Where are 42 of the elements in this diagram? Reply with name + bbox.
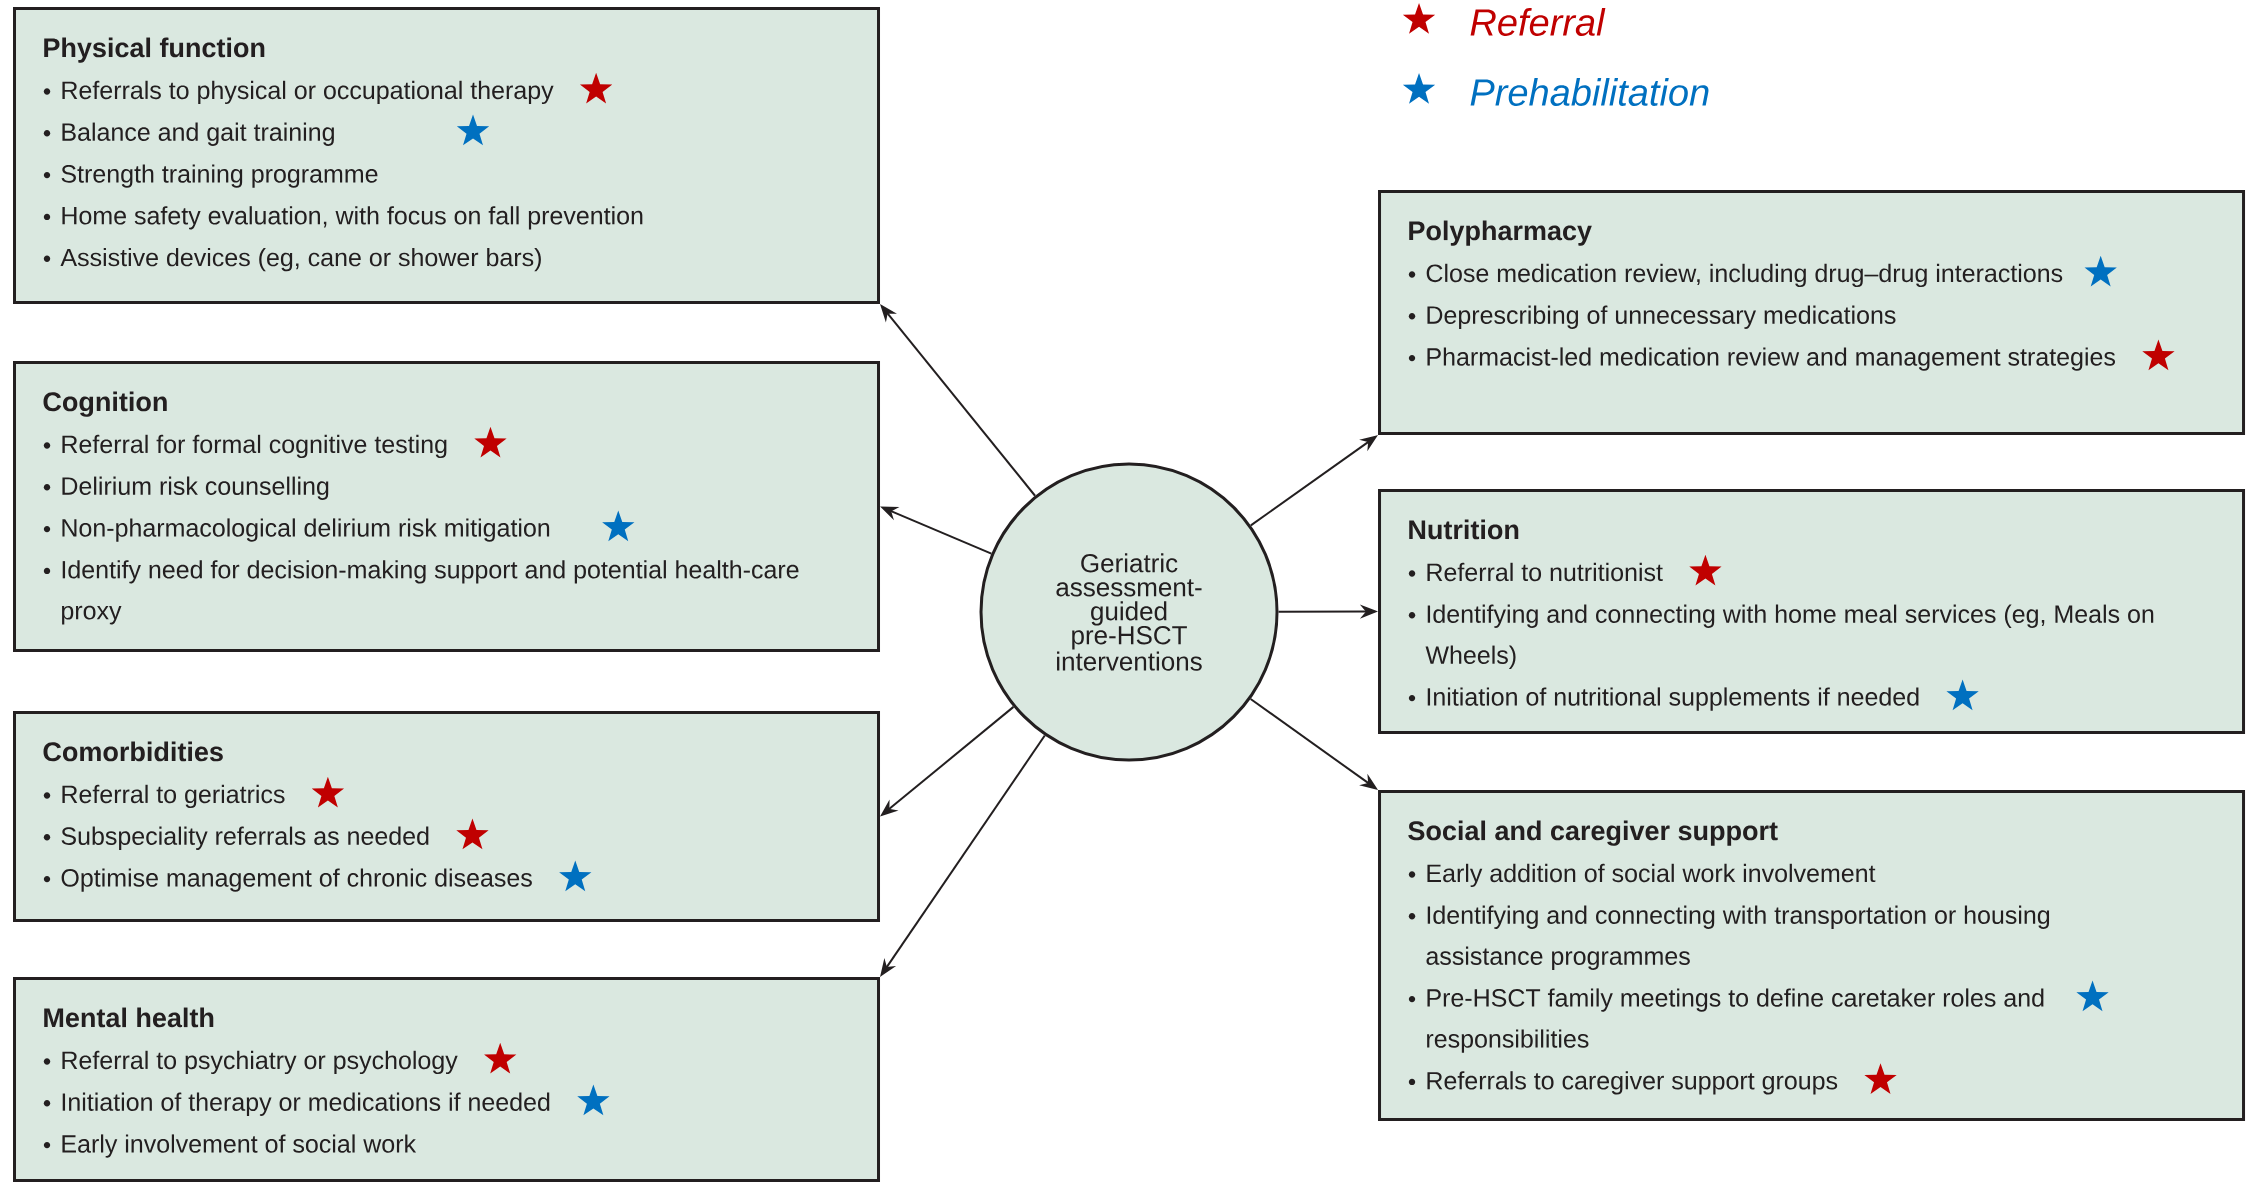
bullet-item: Referral to geriatrics: [43, 784, 285, 809]
circle-node: Geriatric assessment-guided pre-HSCT interventions: [979, 462, 1279, 762]
bullet-item: Early addition of social work involvement: [1408, 863, 1876, 888]
box-heading: Physical function: [44, 37, 265, 63]
bullet-item: Subspeciality referrals as needed: [43, 826, 429, 850]
topic-box: [13, 977, 880, 1182]
bullet-item: Identifying and connecting with home meal services (eg, Meals on Wheels): [1408, 604, 2154, 669]
bullet-item: Balance and gait training: [43, 122, 334, 146]
bullet-item: Assistive devices (eg, cane or shower bars): [43, 248, 541, 272]
bullet-item: Early involvement of social work: [43, 1134, 417, 1158]
box-heading: Comorbidities: [43, 741, 223, 762]
box-heading: Cognition: [43, 391, 167, 417]
bullet-item: Deprescribing of unnecessary medications: [1408, 305, 1896, 329]
topic-box: [1378, 489, 2246, 734]
bullet-item: Pharmacist-led medication review and management strategies: [1408, 347, 2115, 371]
bullet-item: Pre-HSCT family meetings to define caretaker roles and responsibilities: [1408, 988, 2044, 1053]
bullet-item: Referrals to physical or occupational therapy: [43, 80, 554, 105]
topic-box: [1378, 790, 2246, 1121]
topic-box: [1378, 190, 2246, 435]
bullet-item: Close medication review, including drug–drug interactions: [1408, 263, 2063, 288]
box-heading: Polypharmacy: [1409, 220, 1592, 246]
box-heading: Mental health: [44, 1007, 214, 1028]
bullet-item: Referral for formal cognitive testing: [43, 434, 447, 459]
bullet-item: Referrals to caregiver support groups: [1408, 1071, 1838, 1095]
bullet-item: Strength training programme: [43, 164, 378, 188]
topic-box: [13, 7, 880, 304]
bullet-item: Referral to nutritionist: [1408, 562, 1663, 582]
box-heading: Social and caregiver support: [1408, 820, 1778, 846]
box-heading: Nutrition: [1409, 519, 1519, 540]
bullet-item: Identifying and connecting with transportation or housing assistance programmes: [1408, 905, 2050, 970]
bullet-item: Non-pharmacological delirium risk mitigation: [43, 518, 550, 542]
legend-label: Referral: [1470, 8, 1606, 36]
bullet-item: Home safety evaluation, with focus on fall prevention: [43, 206, 643, 230]
bullet-item: Optimise management of chronic diseases: [43, 868, 532, 892]
bullet-item: Delirium risk counselling: [43, 476, 329, 500]
topic-box: [13, 711, 880, 922]
bullet-item: Initiation of nutritional supplements if needed: [1408, 687, 1919, 711]
bullet-item: Identify need for decision-making support and potential health-care proxy: [43, 560, 799, 625]
legend-label: Prehabilitation: [1470, 78, 1709, 106]
bullet-item: Initiation of therapy or medications if needed: [43, 1092, 550, 1116]
topic-box: [13, 361, 880, 652]
bullet-item: Referral to psychiatry or psychology: [43, 1050, 458, 1075]
